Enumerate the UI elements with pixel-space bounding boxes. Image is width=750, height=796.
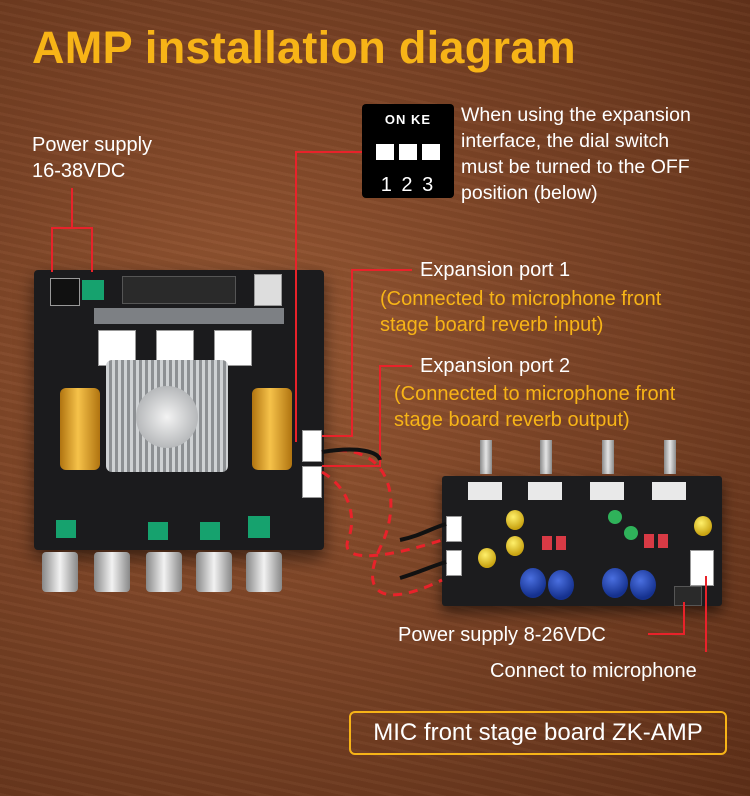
mic-power-terminal bbox=[674, 586, 702, 606]
green-socket-2 bbox=[148, 522, 168, 540]
mic-pot-1 bbox=[468, 482, 502, 500]
capacitor-right bbox=[252, 388, 292, 470]
chip-row bbox=[94, 308, 284, 324]
expansion-cable-dashed-2 bbox=[321, 470, 443, 558]
cable-black-2 bbox=[399, 522, 447, 542]
mic-pot-shaft-3 bbox=[602, 440, 614, 474]
dip-switch: ON KE 1 2 3 bbox=[362, 104, 454, 198]
heatsink-logo bbox=[136, 386, 198, 448]
dip-switch-note: When using the expansion interface, the … bbox=[461, 104, 691, 204]
dip-switch-leader-line bbox=[295, 151, 362, 442]
amp-knob-1 bbox=[42, 552, 78, 592]
expansion-port-1-label: Expansion port 1 bbox=[420, 259, 571, 281]
red-chip-2 bbox=[556, 536, 566, 550]
amplifier-board bbox=[34, 270, 324, 550]
blue-cap-3 bbox=[602, 568, 628, 598]
yellow-cap-1 bbox=[506, 510, 524, 530]
expansion-port-2-label: Expansion port 2 bbox=[420, 355, 571, 377]
usb-port bbox=[254, 274, 282, 306]
microphone-connector bbox=[690, 550, 714, 586]
dip-switch-numbers: 1 2 3 bbox=[380, 174, 436, 196]
blue-cap-4 bbox=[630, 570, 656, 600]
mic-pot-3 bbox=[590, 482, 624, 500]
red-chip-4 bbox=[658, 534, 668, 548]
expansion-port-2-description: (Connected to microphone front stage boa… bbox=[394, 383, 676, 431]
speaker-terminal-block bbox=[122, 276, 236, 304]
expansion-port-1-connector bbox=[302, 430, 322, 462]
mic-reverb-output-connector bbox=[446, 550, 462, 576]
amp-power-leader-branch bbox=[72, 227, 93, 272]
yellow-cap-3 bbox=[478, 548, 496, 568]
microphone-connect-label: Connect to microphone bbox=[490, 660, 697, 682]
green-socket-4 bbox=[248, 516, 270, 538]
cable-black-1 bbox=[321, 447, 382, 461]
amp-knob-3 bbox=[146, 552, 182, 592]
mic-pot-4 bbox=[652, 482, 686, 500]
expansion-port-1-description: (Connected to microphone front stage boa… bbox=[380, 288, 662, 336]
mic-power-label: Power supply 8-26VDC bbox=[398, 624, 606, 646]
cable-black-3 bbox=[399, 560, 447, 580]
expansion-cable-dashed-1 bbox=[321, 449, 443, 597]
green-socket-1 bbox=[56, 520, 76, 538]
yellow-cap-4 bbox=[694, 516, 712, 536]
blue-cap-2 bbox=[548, 570, 574, 600]
amp-knob-5 bbox=[246, 552, 282, 592]
red-chip-3 bbox=[644, 534, 654, 548]
green-component-2 bbox=[624, 526, 638, 540]
amp-knob-2 bbox=[94, 552, 130, 592]
dip-switch-1 bbox=[376, 144, 394, 160]
amp-knob-4 bbox=[196, 552, 232, 592]
mic-reverb-input-connector bbox=[446, 516, 462, 542]
dip-switch-3 bbox=[422, 144, 440, 160]
page-title: AMP installation diagram bbox=[32, 22, 576, 73]
mic-pot-2 bbox=[528, 482, 562, 500]
green-component-1 bbox=[608, 510, 622, 524]
mic-pot-shaft-2 bbox=[540, 440, 552, 474]
amp-power-label: Power supply 16-38VDC bbox=[32, 134, 153, 182]
mic-front-stage-board bbox=[442, 476, 722, 606]
mic-pot-shaft-4 bbox=[664, 440, 676, 474]
power-terminal bbox=[82, 280, 104, 300]
capacitor-left bbox=[60, 388, 100, 470]
amp-power-leader-line bbox=[51, 188, 73, 272]
model-name-box: MIC front stage board ZK-AMP bbox=[349, 711, 727, 755]
heatsink bbox=[106, 360, 228, 472]
dip-switch-top-text: ON KE bbox=[384, 112, 432, 127]
expansion-port-1-leader-line bbox=[322, 269, 412, 437]
yellow-cap-2 bbox=[506, 536, 524, 556]
blue-cap-1 bbox=[520, 568, 546, 598]
mic-power-leader-line bbox=[648, 602, 685, 635]
green-socket-3 bbox=[200, 522, 220, 540]
power-jack bbox=[50, 278, 80, 306]
dip-switch-2 bbox=[399, 144, 417, 160]
red-chip-1 bbox=[542, 536, 552, 550]
expansion-port-2-leader-line bbox=[322, 365, 412, 467]
expansion-port-2-connector bbox=[302, 466, 322, 498]
mic-pot-shaft-1 bbox=[480, 440, 492, 474]
